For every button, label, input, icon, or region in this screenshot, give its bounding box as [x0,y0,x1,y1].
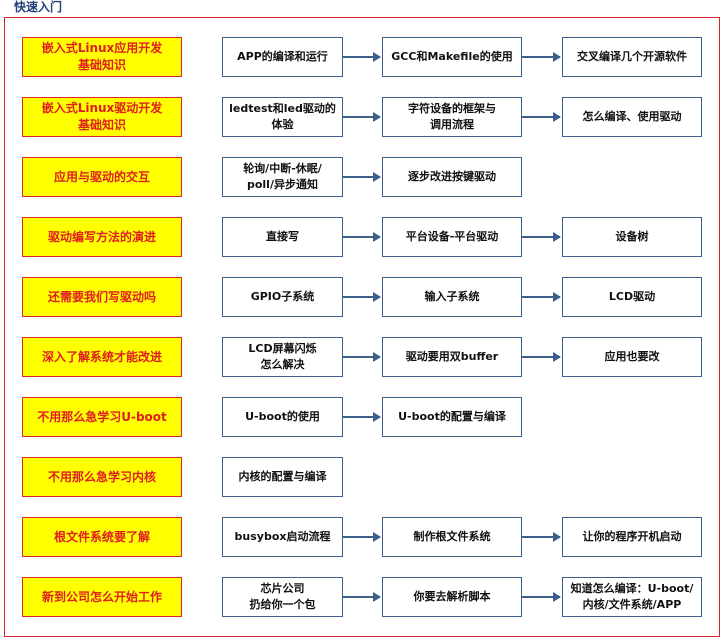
step-box: APP的编译和运行 [222,37,343,77]
step-box: 交叉编译几个开源软件 [562,37,702,77]
category-box: 嵌入式Linux应用开发 基础知识 [22,37,182,77]
flow-row: 嵌入式Linux驱动开发 基础知识 ledtest和led驱动的 体验字符设备的框… [0,97,726,137]
flow-row: 应用与驱动的交互轮询/中断-休眠/ poll/异步通知逐步改进按键驱动 [0,157,726,197]
flow-arrow [522,592,561,602]
quick-start-frame [4,17,720,637]
category-box: 还需要我们写驱动吗 [22,277,182,317]
step-box: 知道怎么编译：U-boot/ 内核/文件系统/APP [562,577,702,617]
flow-arrow [343,172,381,182]
step-box: 怎么编译、使用驱动 [562,97,702,137]
flow-arrow [343,112,381,122]
flow-arrow [343,352,381,362]
step-box: 应用也要改 [562,337,702,377]
step-box: GCC和Makefile的使用 [382,37,522,77]
flow-arrow [522,532,561,542]
step-box: 驱动要用双buffer [382,337,522,377]
flow-arrow [343,412,381,422]
category-box: 根文件系统要了解 [22,517,182,557]
flow-arrow [522,352,561,362]
category-box: 嵌入式Linux驱动开发 基础知识 [22,97,182,137]
flow-row: 新到公司怎么开始工作芯片公司 扔给你一个包你要去解析脚本知道怎么编译：U-boo… [0,577,726,617]
flow-row: 根文件系统要了解 busybox启动流程制作根文件系统让你的程序开机启动 [0,517,726,557]
category-box: 不用那么急学习内核 [22,457,182,497]
step-box: 逐步改进按键驱动 [382,157,522,197]
flow-row: 驱动编写方法的演进直接写平台设备-平台驱动设备树 [0,217,726,257]
step-box: LCD驱动 [562,277,702,317]
step-box: 让你的程序开机启动 [562,517,702,557]
category-box: 深入了解系统才能改进 [22,337,182,377]
category-box: 应用与驱动的交互 [22,157,182,197]
flow-row: 不用那么急学习内核内核的配置与编译 [0,457,726,497]
category-box: 驱动编写方法的演进 [22,217,182,257]
flow-row: 嵌入式Linux应用开发 基础知识 APP的编译和运行 GCC和Makefile的使… [0,37,726,77]
flow-arrow [343,52,381,62]
step-box: 制作根文件系统 [382,517,522,557]
flow-arrow [522,52,561,62]
step-box: 轮询/中断-休眠/ poll/异步通知 [222,157,343,197]
step-box: 字符设备的框架与 调用流程 [382,97,522,137]
step-box: GPIO子系统 [222,277,343,317]
step-box: 你要去解析脚本 [382,577,522,617]
category-box: 不用那么急学习U-boot [22,397,182,437]
flow-row: 还需要我们写驱动吗 GPIO子系统输入子系统 LCD驱动 [0,277,726,317]
page-title: 快速入门 [14,0,63,14]
flow-arrow [343,592,381,602]
flow-arrow [522,232,561,242]
step-box: U-boot的使用 [222,397,343,437]
flow-arrow [522,292,561,302]
flow-arrow [343,532,381,542]
step-box: 芯片公司 扔给你一个包 [222,577,343,617]
step-box: 平台设备-平台驱动 [382,217,522,257]
step-box: busybox启动流程 [222,517,343,557]
step-box: LCD屏幕闪烁 怎么解决 [222,337,343,377]
flow-row: 不用那么急学习U-boot U-boot的使用 U-boot的配置与编译 [0,397,726,437]
flow-arrow [522,112,561,122]
step-box: 输入子系统 [382,277,522,317]
step-box: U-boot的配置与编译 [382,397,522,437]
flow-row: 深入了解系统才能改进 LCD屏幕闪烁 怎么解决驱动要用双buffer 应用也要改 [0,337,726,377]
step-box: 内核的配置与编译 [222,457,343,497]
category-box: 新到公司怎么开始工作 [22,577,182,617]
step-box: 直接写 [222,217,343,257]
step-box: 设备树 [562,217,702,257]
step-box: ledtest和led驱动的 体验 [222,97,343,137]
flow-arrow [343,232,381,242]
flow-arrow [343,292,381,302]
